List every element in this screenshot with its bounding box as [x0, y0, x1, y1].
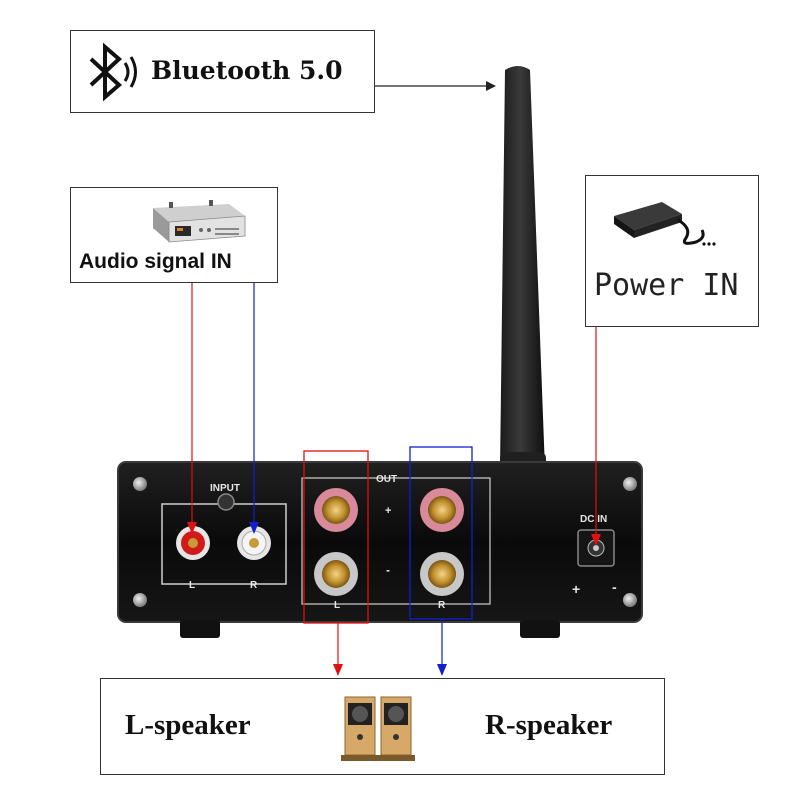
- speaker-output-callout: L-speaker R-speaker: [100, 678, 665, 775]
- bluetooth-callout: Bluetooth 5.0: [70, 30, 375, 113]
- right-output-highlight: [409, 446, 473, 620]
- panel-out-label: OUT: [376, 474, 397, 485]
- left-output-highlight: [303, 450, 369, 624]
- power-input-label: Power IN: [594, 268, 739, 303]
- panel-dc-minus-label: -: [612, 579, 617, 595]
- panel-input-left-label: L: [189, 580, 195, 591]
- bluetooth-label: Bluetooth 5.0: [151, 56, 343, 85]
- panel-plus-label: +: [385, 505, 391, 517]
- power-input-callout: Power IN: [585, 175, 759, 327]
- audio-input-callout: Audio signal IN: [70, 187, 278, 283]
- panel-out-left-label: L: [334, 600, 340, 611]
- panel-minus-label: -: [386, 563, 390, 577]
- panel-input-label: INPUT: [210, 483, 240, 494]
- amplifier-rear-panel: [117, 461, 643, 638]
- audio-source-device-icon: [153, 200, 246, 243]
- panel-input-right-label: R: [250, 580, 258, 591]
- power-adapter-icon: [614, 202, 716, 246]
- panel-dc-label: DC IN: [580, 514, 607, 525]
- bookshelf-speakers-icon: [341, 696, 415, 761]
- panel-out-right-label: R: [438, 600, 446, 611]
- right-speaker-label: R-speaker: [485, 709, 613, 741]
- audio-input-label: Audio signal IN: [79, 250, 232, 273]
- panel-dc-plus-label: +: [572, 581, 580, 597]
- left-speaker-label: L-speaker: [125, 709, 251, 741]
- bluetooth-icon: [89, 42, 137, 102]
- bluetooth-antenna: [492, 66, 546, 530]
